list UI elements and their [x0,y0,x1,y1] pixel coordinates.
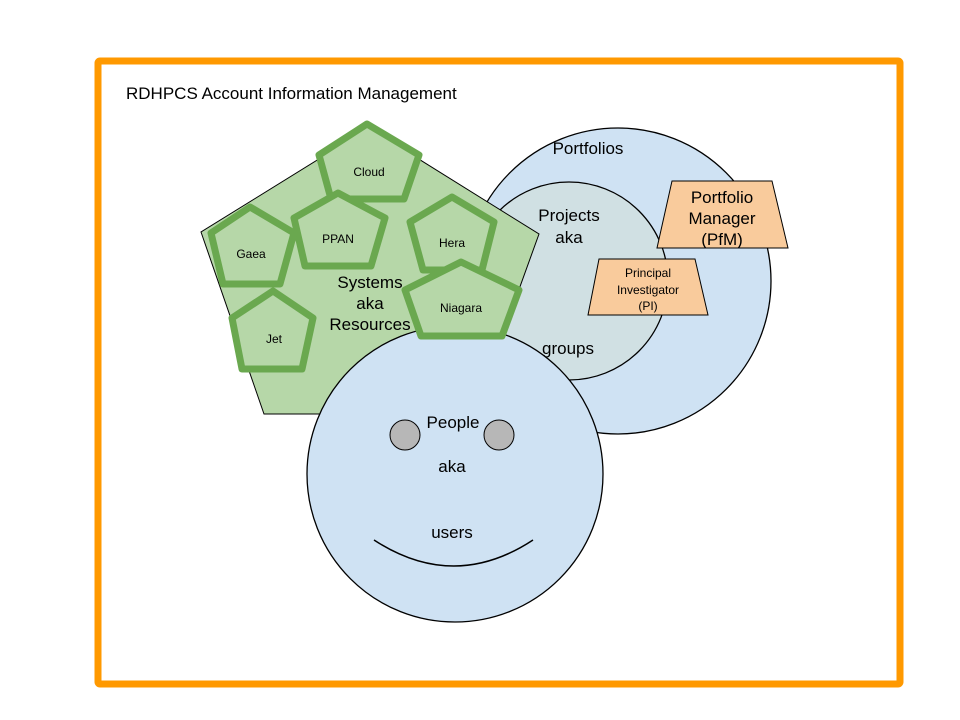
portfolio-manager-shape [656,180,789,249]
principal-investigator-line3: (PI) [638,299,657,313]
people-label-line1: People [427,413,480,432]
right-eye [483,419,515,451]
principal-investigator-shape [587,258,709,316]
systems-label-line2: aka [356,294,384,313]
system-gaea: Gaea [207,203,298,288]
projects-label-line3: groups [542,339,594,358]
frame-title: RDHPCS Account Information Management [126,84,457,103]
system-jet: Jet [228,287,317,373]
system-cloud-label: Cloud [353,165,384,179]
portfolio-manager-line3: (PfM) [701,230,743,249]
portfolio-manager-line1: Portfolio [691,188,753,207]
principal-investigator-line1: Principal [625,266,671,280]
principal-investigator-line2: Investigator [617,283,679,297]
system-ppan: PPAN [290,189,389,270]
systems-label-line3: Resources [329,315,410,334]
systems-label-line1: Systems [337,273,402,292]
left-eye [389,419,421,451]
people-label-line3: users [431,523,473,542]
projects-label-line2: aka [555,228,583,247]
portfolios-label: Portfolios [553,139,624,158]
system-cloud: Cloud [315,120,423,203]
system-jet-label: Jet [266,332,283,346]
projects-label-line1: Projects [538,206,599,225]
smile-curve [373,539,534,567]
system-ppan-label: PPAN [322,232,354,246]
people-label-line2: aka [438,457,466,476]
system-gaea-label: Gaea [236,247,266,261]
system-hera-label: Hera [439,236,465,250]
portfolio-manager-line2: Manager [688,209,755,228]
system-niagara: Niagara [401,258,523,340]
system-niagara-label: Niagara [440,301,482,315]
